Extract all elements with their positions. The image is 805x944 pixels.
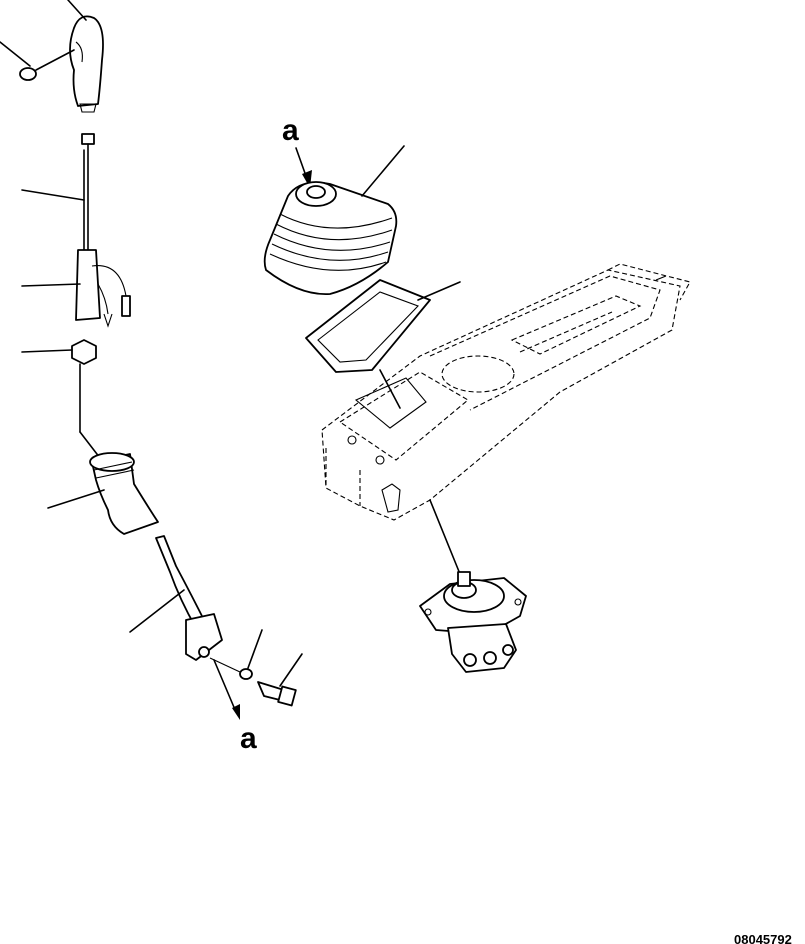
- washer-bolt: [209, 629, 303, 707]
- ppc-valve: [419, 571, 527, 673]
- ref-label-a-top: a: [282, 114, 299, 147]
- lever-sleeve: [47, 452, 159, 535]
- ref-arrow-bottom: a: [213, 659, 257, 755]
- ref-arrow-top: a: [282, 114, 312, 188]
- lock-nut: [21, 339, 101, 459]
- boot-frame-plate: [305, 279, 461, 373]
- rubber-bellows-boot: [263, 145, 405, 295]
- lever-console: [321, 263, 691, 575]
- lever-shaft: [129, 535, 223, 661]
- switch-rod-wiring: [21, 133, 131, 328]
- knob-screw: [0, 41, 75, 81]
- figure-code: 08045792: [734, 932, 792, 944]
- lever-knob: [67, 0, 104, 113]
- ref-label-a-bottom: a: [240, 722, 257, 755]
